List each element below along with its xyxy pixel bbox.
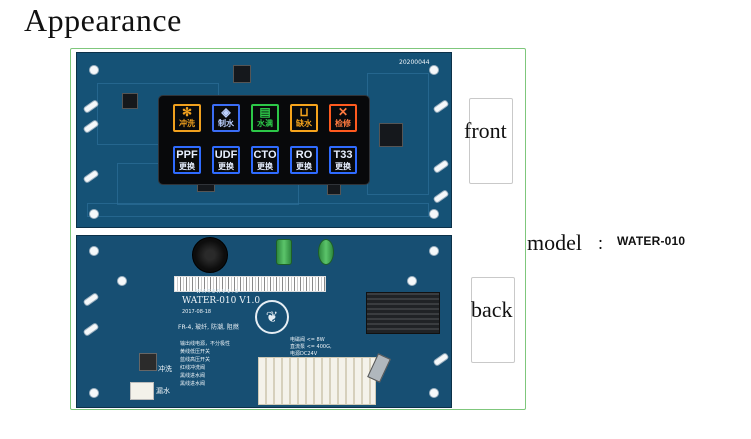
water-production-icon: ◈ <box>221 105 231 119</box>
key-water-shortage[interactable]: ⊔ 缺水 <box>290 104 318 132</box>
board-date: 2017-08-18 <box>182 309 212 315</box>
key-cto-code: CTO <box>253 149 277 161</box>
leaf-logo-icon: ❦ <box>255 300 289 334</box>
key-tank-full-label: 水满 <box>257 119 273 128</box>
material-note: FR-4, 玻纤, 防潮, 阻燃 <box>178 324 239 331</box>
board-name: WATER-010 V1.0 <box>182 296 261 306</box>
key-water-shortage-label: 缺水 <box>296 119 312 128</box>
wire-connector <box>258 357 376 405</box>
key-maintenance[interactable]: ✕ 检修 <box>329 104 357 132</box>
back-label-box <box>471 277 515 363</box>
key-ro-sub: 更换 <box>296 162 312 171</box>
wiring-line-6: 黑线进水阀 <box>180 381 206 387</box>
key-produce-water-label: 制水 <box>218 119 234 128</box>
water-shortage-icon: ⊔ <box>299 105 309 119</box>
barcode-sticker <box>174 276 326 292</box>
key-ppf-code: PPF <box>176 149 198 161</box>
flush-tact-switch <box>139 353 157 371</box>
front-label-box <box>469 98 513 184</box>
key-flush[interactable]: ✻ 冲洗 <box>173 104 201 132</box>
spec-line-1: 电磁阀 <= 8W <box>290 337 325 343</box>
key-udf-code: UDF <box>214 149 238 161</box>
back-label: back <box>471 297 513 322</box>
key-panel: ✻ 冲洗 ◈ 制水 ▤ 水满 ⊔ 缺水 ✕ 检修 PPF 更换 UDF 更换 C… <box>158 95 370 185</box>
spec-line-3: 电源DC24V <box>290 351 318 357</box>
model-label: model <box>527 230 582 255</box>
wiring-line-3: 蓝线高压开关 <box>180 357 211 363</box>
conn-label: 漏水 <box>156 387 170 395</box>
key-flush-label: 冲洗 <box>179 119 195 128</box>
key-t33[interactable]: T33 更换 <box>329 146 357 174</box>
front-label: front <box>464 118 507 143</box>
key-t33-code: T33 <box>333 149 353 161</box>
key-tank-full[interactable]: ▤ 水满 <box>251 104 279 132</box>
product-frame <box>70 48 526 410</box>
key-maintenance-label: 检修 <box>335 119 351 128</box>
key-udf[interactable]: UDF 更换 <box>212 146 240 174</box>
capacitor-2 <box>318 239 334 265</box>
key-cto[interactable]: CTO 更换 <box>251 146 279 174</box>
wiring-line-5: 黑线进水阀 <box>180 373 206 379</box>
leak-connector <box>130 382 154 400</box>
tools-icon: ✕ <box>337 105 349 119</box>
model-colon: ： <box>597 238 611 253</box>
heatsink <box>366 292 440 334</box>
key-ro[interactable]: RO 更换 <box>290 146 318 174</box>
heading: Appearance <box>24 2 182 38</box>
key-produce-water[interactable]: ◈ 制水 <box>212 104 240 132</box>
wiring-line-2: 黄线低压开关 <box>180 349 211 355</box>
buzzer-component <box>192 237 228 273</box>
switch-label: 冲洗 <box>158 365 172 373</box>
key-ppf-sub: 更换 <box>179 162 195 171</box>
front-board-photo: 20200044 <box>76 52 452 228</box>
key-udf-sub: 更换 <box>218 162 234 171</box>
key-t33-sub: 更换 <box>335 162 351 171</box>
key-cto-sub: 更换 <box>257 162 273 171</box>
key-ro-code: RO <box>295 149 313 161</box>
barcode-text: W A T E R V 1 . 0 <box>196 289 239 295</box>
wiring-line-4: 红线冲洗阀 <box>180 365 206 371</box>
spec-line-2: 直流泵 <= 400G, <box>290 344 332 350</box>
tank-full-icon: ▤ <box>259 105 271 119</box>
flush-icon: ✻ <box>181 105 193 119</box>
capacitor-1 <box>276 239 292 265</box>
model-value: WATER-010 <box>617 234 686 248</box>
key-ppf[interactable]: PPF 更换 <box>173 146 201 174</box>
front-serial-text: 20200044 <box>399 59 430 66</box>
wiring-line-1: 输出线电源，不分极性 <box>180 341 231 347</box>
